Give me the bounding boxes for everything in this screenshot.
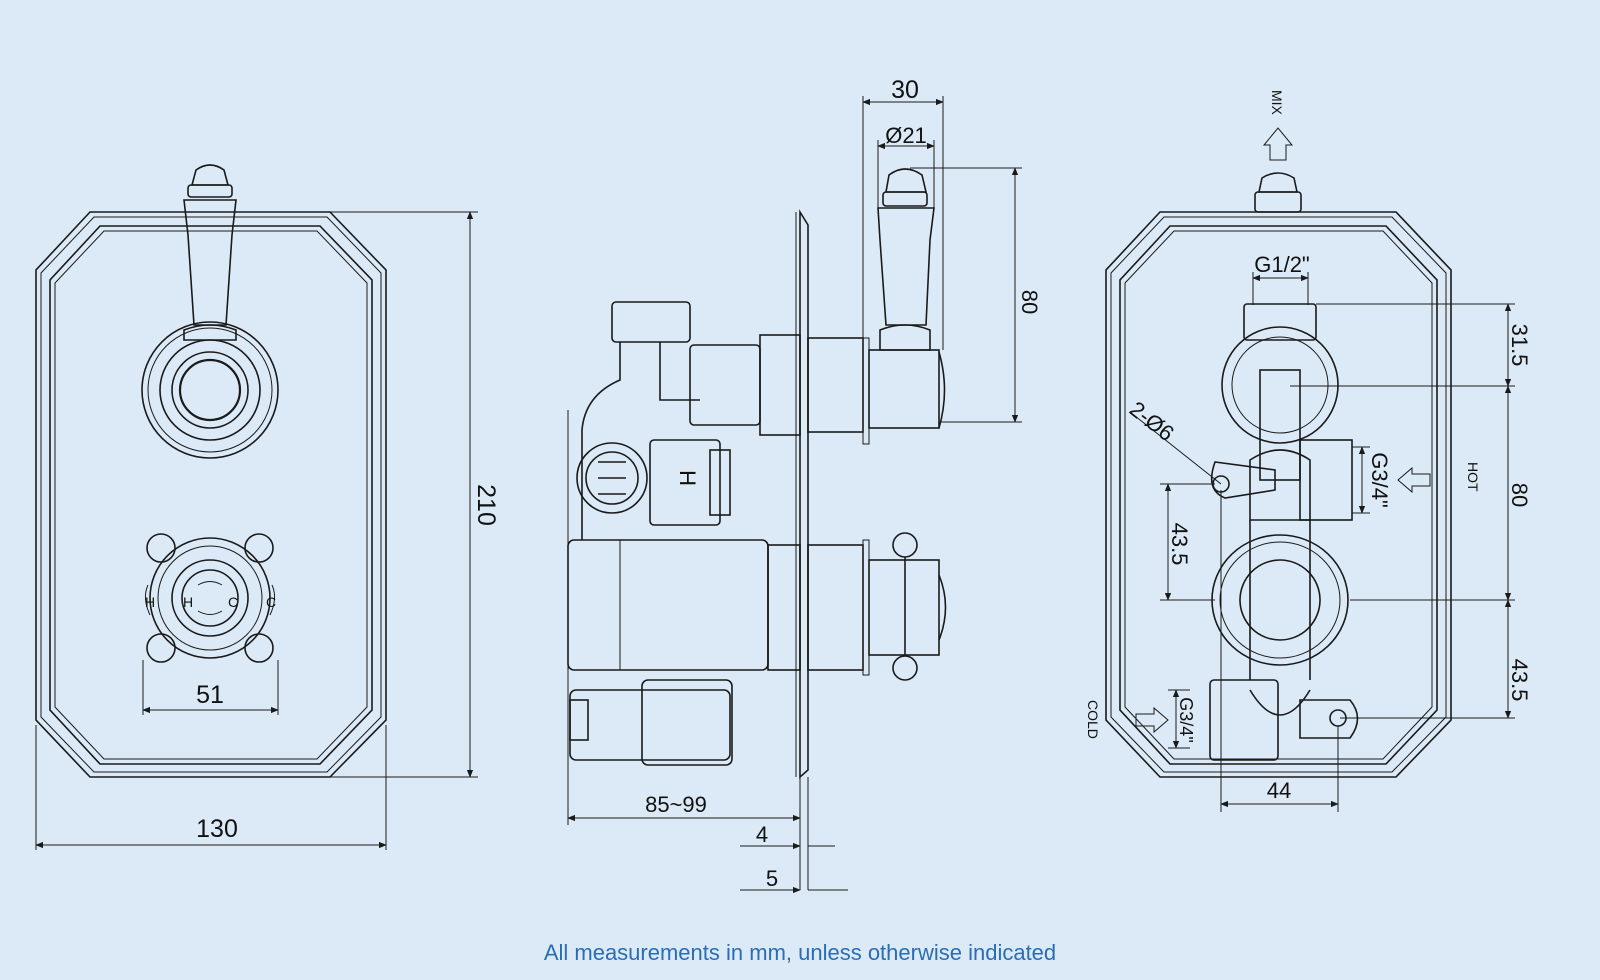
side-wall-plate (799, 209, 809, 779)
measurement-note: All measurements in mm, unless otherwise… (543, 940, 1057, 965)
side-view: H (567, 76, 1042, 894)
front-c-mark: C (266, 594, 276, 610)
dim-inlet-spacing: 44 (1267, 778, 1291, 803)
front-view: H H C C 51 130 210 (35, 164, 500, 850)
hot-label: HOT (1465, 462, 1481, 492)
side-crosshead (807, 532, 947, 681)
dim-front-height: 210 (472, 484, 500, 526)
side-lever (807, 168, 946, 445)
dim-hot-to-cold-centre: 80 (1507, 483, 1532, 507)
lever-handle (183, 164, 237, 341)
cold-arrow (1135, 706, 1169, 734)
rear-plate-outline (1105, 211, 1452, 778)
dim-centre-to-cold: 43.5 (1507, 659, 1532, 702)
dim-plate-5: 5 (766, 866, 778, 891)
dim-plate-4: 4 (756, 822, 768, 847)
front-h-mark: H (145, 594, 155, 610)
dim-inlet-thread-hot: G3/4" (1367, 452, 1392, 508)
valve-body: H (567, 301, 801, 766)
dim-outlet-to-centre: 31.5 (1507, 324, 1532, 367)
mix-label: MIX (1269, 90, 1285, 116)
dim-handle-offset: 30 (891, 76, 919, 104)
dim-front-width: 130 (196, 815, 238, 843)
cold-label: COLD (1085, 700, 1101, 739)
crosshead-control (144, 533, 276, 663)
dim-handle-diameter: Ø21 (885, 123, 927, 148)
side-h-mark: H (675, 470, 700, 486)
mix-arrow (1262, 127, 1294, 161)
upper-rosette (141, 321, 279, 459)
dim-inlet-thread-cold: G3/4" (1176, 697, 1196, 742)
dim-control-spacing: 51 (196, 681, 224, 709)
front-c-mark-inner: C (228, 594, 238, 610)
rear-view: MIX G1/2" (1085, 90, 1532, 812)
front-h-mark-inner: H (183, 594, 193, 610)
rear-mechanism (1209, 303, 1359, 761)
dim-depth-range: 85~99 (645, 792, 707, 817)
dim-outlet-thread: G1/2" (1254, 252, 1310, 277)
dim-handle-height: 80 (1017, 290, 1042, 314)
dim-hole-vertical: 43.5 (1167, 523, 1192, 566)
hot-arrow (1397, 466, 1431, 494)
dim-fixing-holes: 2-Ø6 (1125, 396, 1179, 446)
